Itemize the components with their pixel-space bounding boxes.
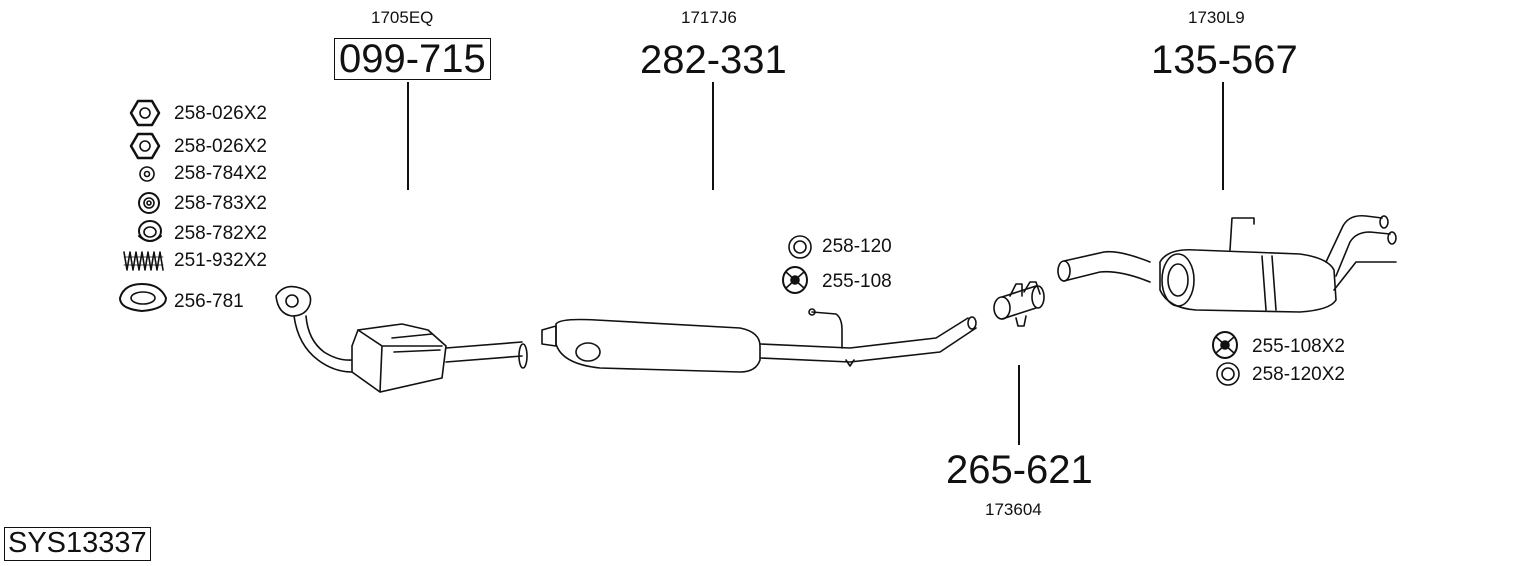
accessory-label: 256-781 <box>174 291 244 312</box>
accessory-label: 258-783X2 <box>174 193 267 214</box>
rubber-mount-icon <box>782 266 808 294</box>
accessory-label: 258-784X2 <box>174 163 267 184</box>
washer-icon <box>138 192 160 214</box>
rear-silencer-drawing <box>1057 214 1397 313</box>
leader-line <box>1222 82 1224 190</box>
part-number-label: 135-567 <box>1151 38 1298 82</box>
center-silencer-drawing <box>541 308 977 373</box>
accessory-label: 258-026X2 <box>174 103 267 124</box>
accessory-label: 255-108 <box>822 271 892 292</box>
accessory-label: 258-026X2 <box>174 136 267 157</box>
part-ref-label: 1730L9 <box>1188 8 1245 27</box>
accessory-label: 255-108X2 <box>1252 336 1345 357</box>
leader-line <box>712 82 714 190</box>
hex-nut-icon <box>129 99 161 127</box>
part-ref-label: 173604 <box>985 500 1042 519</box>
part-ref-label: 1717J6 <box>681 8 737 27</box>
accessory-label: 258-120 <box>822 236 892 257</box>
accessory-label: 251-932X2 <box>174 250 267 271</box>
hex-nut-icon <box>129 132 161 160</box>
rubber-ring-icon <box>1216 362 1240 386</box>
spring-icon <box>123 251 164 271</box>
spring-washer-icon <box>138 220 162 242</box>
rubber-mount-icon <box>1212 331 1238 359</box>
catalytic-converter-drawing <box>275 285 528 393</box>
accessory-label: 258-120X2 <box>1252 364 1345 385</box>
accessory-label: 258-782X2 <box>174 223 267 244</box>
part-ref-label: 1705EQ <box>371 8 434 27</box>
leader-line <box>407 82 409 190</box>
part-number-label: 282-331 <box>640 38 787 82</box>
pipe-clamp-drawing <box>993 281 1045 327</box>
system-code-label: SYS13337 <box>4 527 151 561</box>
part-number-label: 099-715 <box>334 38 491 80</box>
rubber-ring-icon <box>788 235 812 259</box>
part-number-label: 265-621 <box>946 448 1093 492</box>
leader-line <box>1018 365 1020 445</box>
gasket-ring-icon <box>119 283 167 312</box>
washer-icon <box>139 166 155 182</box>
